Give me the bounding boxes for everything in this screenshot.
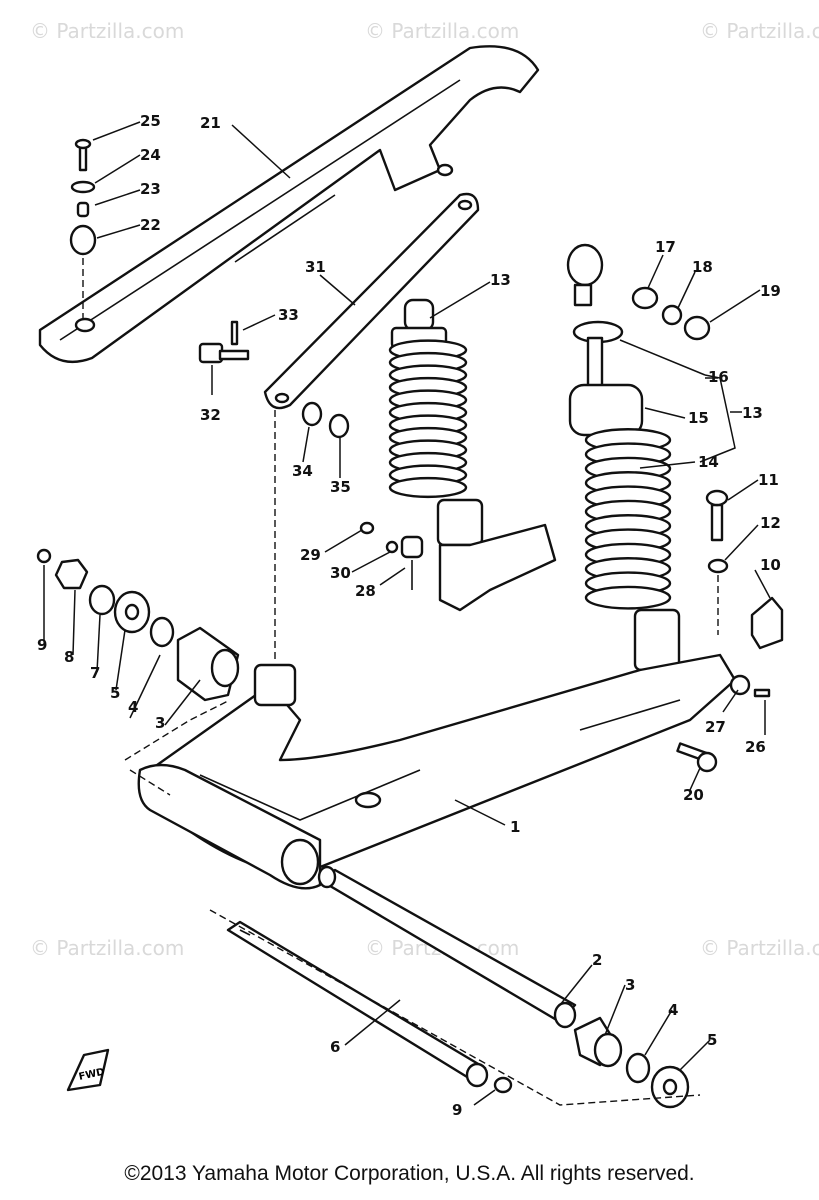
callout-33: 33 — [278, 306, 299, 324]
copyright-notice: ©2013 Yamaha Motor Corporation, U.S.A. A… — [124, 1162, 695, 1185]
chain-adjuster-parts — [676, 489, 784, 773]
watermark: © Partzilla.com — [700, 19, 819, 43]
callout-15: 15 — [688, 409, 709, 427]
callout-14: 14 — [698, 453, 719, 471]
callout-23: 23 — [140, 180, 161, 198]
swing-arm — [124, 653, 737, 890]
callout-34: 34 — [292, 462, 313, 480]
callout-12: 12 — [760, 514, 781, 532]
leader-lines — [43, 121, 771, 1106]
callout-20: 20 — [683, 786, 704, 804]
right-shock-absorber — [566, 243, 681, 672]
callout-9: 9 — [452, 1101, 462, 1119]
callout-25: 25 — [140, 112, 161, 130]
callout-16: 16 — [708, 368, 729, 386]
callout-22: 22 — [140, 216, 161, 234]
callout-13: 13 — [490, 271, 511, 289]
callout-8: 8 — [64, 648, 74, 666]
callout-32: 32 — [200, 406, 221, 424]
pivot-shaft-assembly — [209, 865, 701, 1109]
rear-arm-link — [263, 192, 480, 410]
callout-5: 5 — [110, 684, 120, 702]
callout-17: 17 — [655, 238, 676, 256]
fwd-label: FWD — [78, 1067, 106, 1083]
callout-3: 3 — [625, 976, 635, 994]
callout-2: 2 — [592, 951, 602, 969]
chain-case — [38, 45, 540, 363]
callout-26: 26 — [745, 738, 766, 756]
link-bolt-parts — [359, 521, 424, 590]
callout-7: 7 — [90, 664, 100, 682]
callout-24: 24 — [140, 146, 161, 164]
callout-31: 31 — [305, 258, 326, 276]
link-fasteners — [198, 320, 350, 660]
callout-30: 30 — [330, 564, 351, 582]
callout-labels: 1 2 3 3 4 4 5 5 6 7 8 9 9 10 11 12 13 13… — [37, 112, 781, 1119]
callout-4: 4 — [668, 1001, 678, 1019]
callout-21: 21 — [200, 114, 221, 132]
callout-10: 10 — [760, 556, 781, 574]
shock-top-fasteners — [631, 286, 711, 341]
chain-case-fasteners — [69, 138, 97, 318]
exploded-parts-diagram: © Partzilla.com © Partzilla.com © Partzi… — [30, 19, 819, 1119]
spring-coil — [584, 585, 672, 610]
watermark: © Partzilla.com — [30, 19, 184, 43]
callout-11: 11 — [758, 471, 779, 489]
callout-35: 35 — [330, 478, 351, 496]
callout-28: 28 — [355, 582, 376, 600]
callout-9: 9 — [37, 636, 47, 654]
callout-1: 1 — [510, 818, 520, 836]
callout-29: 29 — [300, 546, 321, 564]
callout-3: 3 — [155, 714, 165, 732]
callout-18: 18 — [692, 258, 713, 276]
callout-27: 27 — [705, 718, 726, 736]
callout-6: 6 — [330, 1038, 340, 1056]
callout-4: 4 — [128, 698, 138, 716]
left-shock-absorber — [388, 298, 557, 612]
callout-19: 19 — [760, 282, 781, 300]
watermark: © Partzilla.com — [365, 19, 519, 43]
left-pivot-parts — [36, 548, 240, 702]
front-direction-marker: FWD — [66, 1048, 110, 1092]
callout-13: 13 — [742, 404, 763, 422]
callout-5: 5 — [707, 1031, 717, 1049]
watermark: © Partzilla.com — [700, 936, 819, 960]
watermark: © Partzilla.com — [30, 936, 184, 960]
spring-coil — [388, 476, 468, 499]
